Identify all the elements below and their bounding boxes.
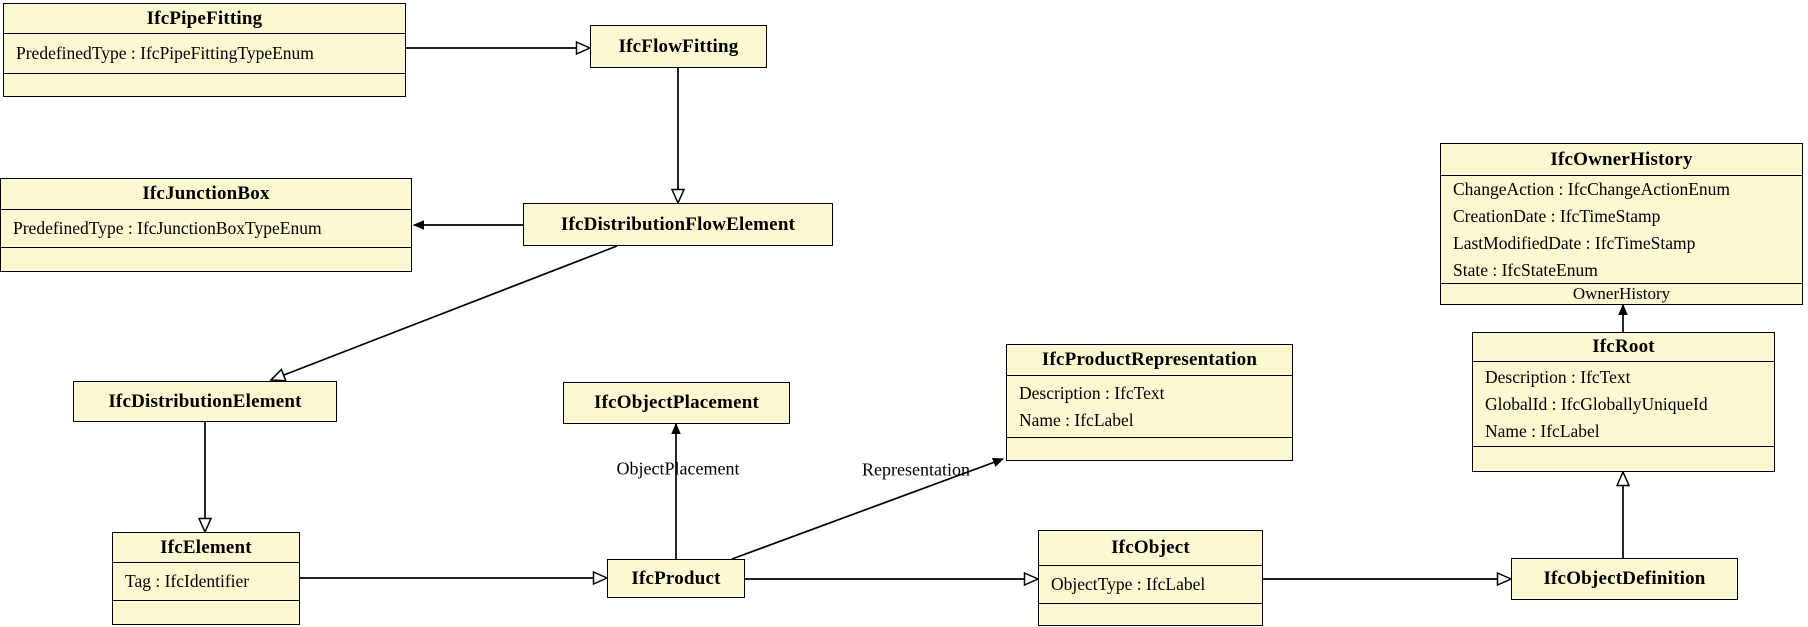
- class-footer: [1, 248, 411, 271]
- attribute-line: PredefinedType : IfcPipeFittingTypeEnum: [16, 43, 314, 63]
- attribute-line: Description : IfcText: [1019, 382, 1165, 403]
- class-title: IfcRoot: [1473, 333, 1774, 362]
- attribute-line: CreationDate : IfcTimeStamp: [1453, 205, 1661, 226]
- attribute-line: ObjectType : IfcLabel: [1051, 574, 1206, 594]
- class-title: IfcProduct: [631, 567, 721, 589]
- class-title: IfcProductRepresentation: [1007, 345, 1292, 376]
- class-footer: [1007, 438, 1292, 460]
- class-title: IfcDistributionFlowElement: [560, 213, 796, 235]
- class-footer: [1473, 447, 1774, 471]
- attribute-line: Tag : IfcIdentifier: [125, 571, 250, 591]
- class-attributes: Description : IfcText Name : IfcLabel: [1007, 376, 1292, 438]
- class-title: IfcFlowFitting: [618, 35, 739, 57]
- class-box-ifcroot: IfcRoot Description : IfcText GlobalId :…: [1472, 332, 1775, 472]
- edge-label-objectplacement: ObjectPlacement: [616, 458, 740, 479]
- class-title: IfcElement: [113, 533, 299, 563]
- attribute-line: LastModifiedDate : IfcTimeStamp: [1453, 232, 1696, 253]
- attribute-line: ChangeAction : IfcChangeActionEnum: [1453, 178, 1731, 199]
- class-box-ifcdistributionelement: IfcDistributionElement: [73, 381, 337, 422]
- class-footer-ownerhistory-role: OwnerHistory: [1572, 284, 1671, 303]
- class-box-ifcownerhistory: IfcOwnerHistory ChangeAction : IfcChange…: [1440, 143, 1803, 305]
- class-box-ifcpipefitting: IfcPipeFitting PredefinedType : IfcPipeF…: [3, 3, 406, 97]
- class-attributes: ChangeAction : IfcChangeActionEnum Creat…: [1441, 176, 1802, 284]
- class-title: IfcDistributionElement: [108, 390, 302, 412]
- class-footer: [113, 601, 299, 624]
- attribute-line: GlobalId : IfcGloballyUniqueId: [1485, 393, 1708, 414]
- class-title: IfcObjectDefinition: [1543, 568, 1706, 589]
- class-title: IfcObjectPlacement: [593, 392, 760, 413]
- edge-ifcproduct-ifcproductrepresentation: [731, 458, 1005, 560]
- class-footer: [4, 74, 405, 96]
- class-box-ifcobjectplacement: IfcObjectPlacement: [563, 382, 790, 424]
- class-box-ifcjunctionbox: IfcJunctionBox PredefinedType : IfcJunct…: [0, 178, 412, 272]
- class-box-ifcflowfitting: IfcFlowFitting: [590, 25, 767, 68]
- attribute-line: PredefinedType : IfcJunctionBoxTypeEnum: [13, 218, 322, 238]
- class-box-ifcobjectdefinition: IfcObjectDefinition: [1511, 558, 1738, 600]
- attribute-line: State : IfcStateEnum: [1453, 259, 1598, 280]
- attribute-line: Description : IfcText: [1485, 366, 1631, 387]
- class-footer: [1039, 604, 1262, 625]
- class-box-ifcobject: IfcObject ObjectType : IfcLabel: [1038, 530, 1263, 626]
- class-title: IfcPipeFitting: [4, 4, 405, 34]
- class-attributes: ObjectType : IfcLabel: [1039, 566, 1262, 604]
- attribute-line: Name : IfcLabel: [1019, 409, 1134, 430]
- class-title: IfcJunctionBox: [1, 179, 411, 210]
- edge-ifcdistributionflowelement-ifcdistributionelement: [271, 245, 618, 380]
- class-attributes: Description : IfcText GlobalId : IfcGlob…: [1473, 362, 1774, 447]
- class-title: IfcOwnerHistory: [1441, 144, 1802, 176]
- class-box-ifcdistributionflowelement: IfcDistributionFlowElement: [523, 203, 833, 246]
- class-box-ifcproduct: IfcProduct: [607, 559, 745, 598]
- class-attributes: PredefinedType : IfcPipeFittingTypeEnum: [4, 34, 405, 74]
- class-title: IfcObject: [1039, 531, 1262, 566]
- class-attributes: Tag : IfcIdentifier: [113, 563, 299, 601]
- edge-label-representation: Representation: [862, 459, 970, 480]
- class-box-ifcelement: IfcElement Tag : IfcIdentifier: [112, 532, 300, 625]
- attribute-line: Name : IfcLabel: [1485, 420, 1600, 441]
- class-box-ifcproductrepresentation: IfcProductRepresentation Description : I…: [1006, 344, 1293, 461]
- class-attributes: PredefinedType : IfcJunctionBoxTypeEnum: [1, 210, 411, 248]
